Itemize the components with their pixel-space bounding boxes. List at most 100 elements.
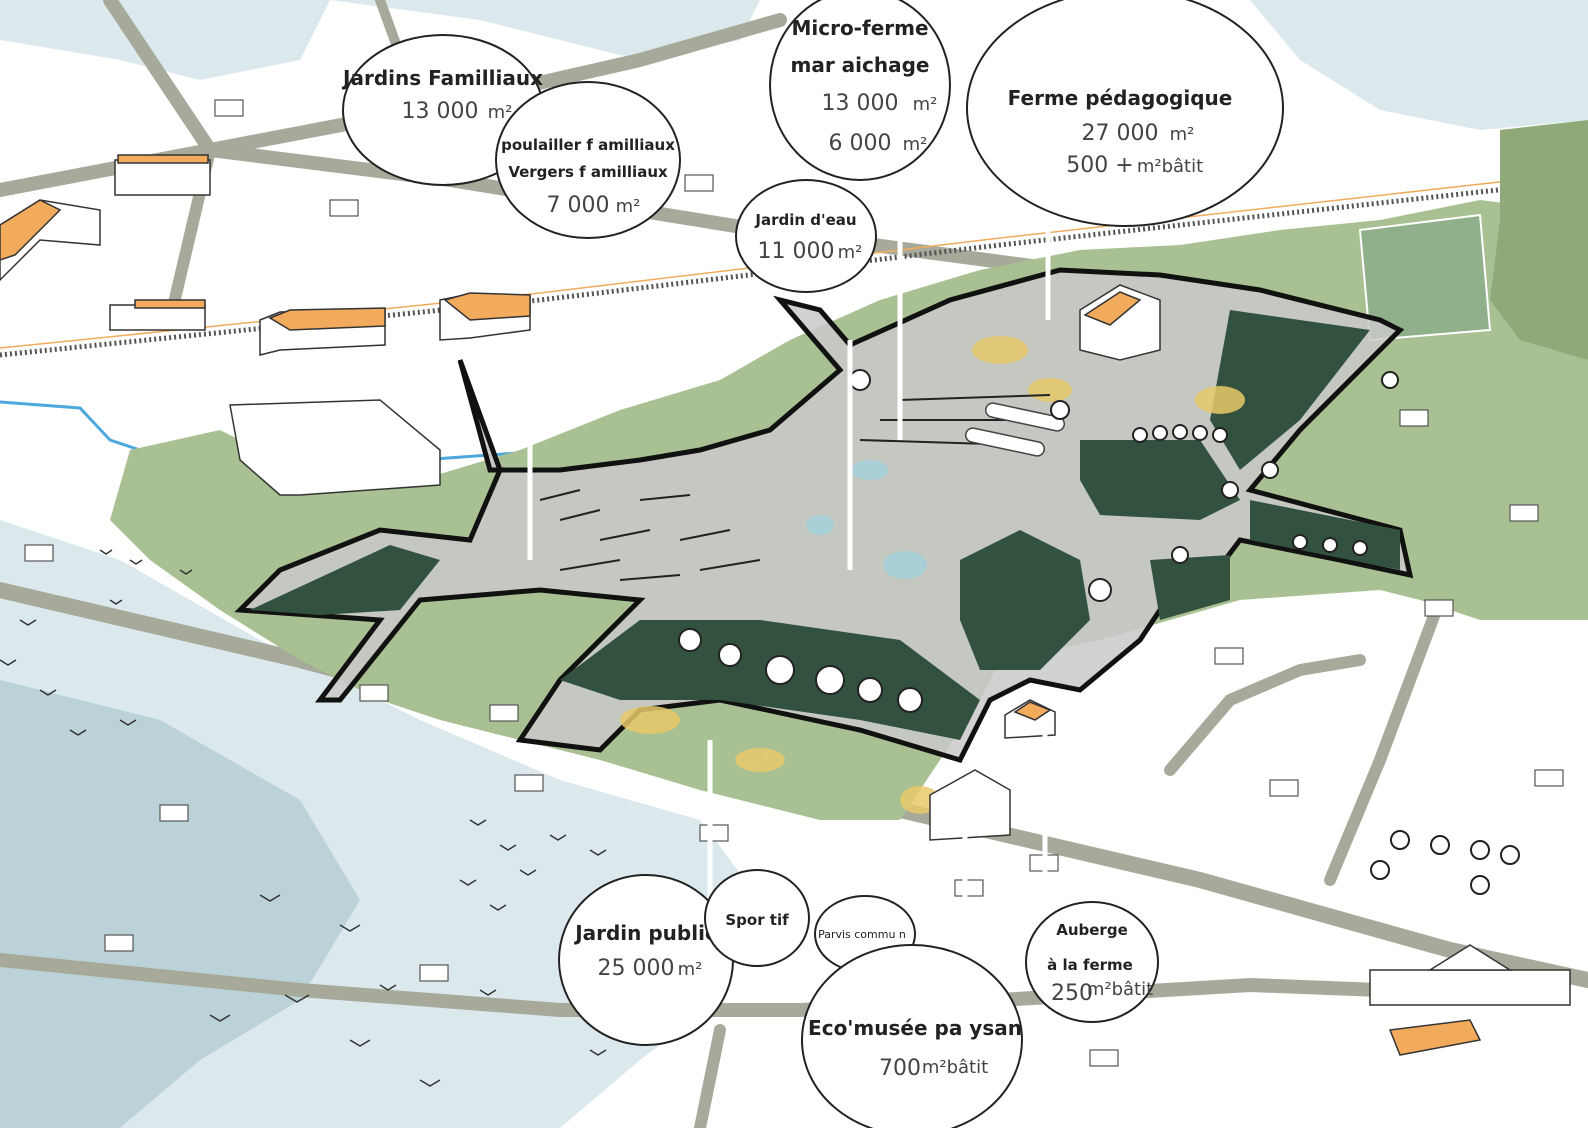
bubble-ferme-pedagogique: Ferme pédagogique 27 000 m² 500 + m²bâti… [966, 0, 1284, 227]
house [699, 824, 729, 842]
bubble-title: Jardin d'eau [754, 211, 856, 229]
bubble-micro-ferme: Micro-ferme mar aichage 13 000 m² 6 000 … [769, 0, 951, 181]
buildings [0, 154, 1571, 1056]
house [514, 774, 544, 792]
bubble-shape [735, 179, 877, 293]
bubble-jardin-public: Jardin public 25 000 m² [558, 874, 734, 1046]
bubble-unit: m²bâtit [1087, 979, 1153, 1000]
bird-icon [179, 569, 193, 575]
bird-icon [459, 879, 477, 886]
water-area-top [330, 0, 760, 60]
bubble-jardins-familliaux: Jardins Familliaux 13 000 m² [341, 34, 544, 186]
bird-icon [284, 994, 310, 1003]
tree [1381, 371, 1399, 389]
tree [1152, 425, 1168, 441]
sports-field [1358, 213, 1492, 342]
leader-lines [527, 210, 1051, 905]
bird-icon [19, 619, 37, 626]
field-cows [1080, 440, 1240, 520]
tree [849, 369, 871, 391]
bubble-line2: Vergers f amilliaux [508, 163, 668, 181]
road-side-right [1164, 654, 1366, 776]
tree [1322, 537, 1338, 553]
building-bottom-right-roof [1388, 1019, 1482, 1056]
bubble-value: 11 000 [758, 239, 835, 264]
bubble-shape [966, 0, 1284, 227]
bird-icon [109, 599, 123, 605]
bubble-value2: 6 000 [829, 131, 892, 156]
plot-line [559, 559, 621, 571]
bird-icon [69, 729, 87, 736]
bubble-shape [495, 81, 681, 239]
house [954, 879, 984, 897]
house [489, 704, 519, 722]
tree [765, 655, 795, 685]
road-bottom-vertical [694, 1024, 726, 1128]
bubble-value: 25 000 [598, 956, 675, 981]
bubble-value2: 500 + [1066, 153, 1133, 178]
field-right-upper [1210, 310, 1370, 470]
tree [1221, 481, 1239, 499]
bubble-poulailler-vergers: poulailler f amilliaux Vergers f amillia… [495, 81, 681, 239]
bird-icon [379, 984, 397, 991]
plot-line [679, 529, 731, 541]
tree [1050, 400, 1070, 420]
pond-1 [883, 551, 927, 579]
tree [1470, 840, 1490, 860]
plot-line [619, 574, 681, 581]
building-station-roof [134, 299, 206, 309]
bubble-unit1: m² [1170, 124, 1195, 145]
house [684, 174, 714, 192]
bubble-eco-musee: Eco'musée pa ysan 700 m²bâtit [801, 944, 1023, 1128]
bubble-unit: m² [913, 94, 938, 115]
plot-line [639, 494, 691, 501]
house [1089, 1049, 1119, 1067]
bubble-unit: m² [488, 102, 513, 123]
greenhouses [964, 402, 1066, 457]
bubble-value1: 27 000 [1082, 121, 1159, 146]
bird-icon [419, 1079, 441, 1087]
tree [1261, 461, 1279, 479]
bird-icon [209, 1014, 231, 1022]
tree [1500, 845, 1520, 865]
bubble-title: Jardin public [573, 921, 717, 945]
tree [1470, 875, 1490, 895]
bubble-line2: mar aichage [791, 53, 930, 77]
bubble-value: 7 000 [547, 193, 610, 218]
plot-line [599, 529, 651, 541]
bubble-sportif: Spor tif [704, 869, 810, 967]
house [1534, 769, 1564, 787]
field-center-small [1150, 555, 1230, 620]
bubble-unit: m²bâtit [922, 1057, 988, 1078]
tree [1192, 425, 1208, 441]
bird-icon [119, 719, 137, 726]
bird-icon [129, 559, 143, 565]
house [214, 99, 244, 117]
greenhouse-1 [984, 402, 1066, 432]
bird-icon [339, 924, 361, 932]
building-manor-bottom-pediment [1427, 944, 1513, 971]
plot-line [559, 509, 601, 521]
bubble-shape [769, 0, 951, 181]
bubble-value: 700 [879, 1056, 921, 1081]
house [1509, 504, 1539, 522]
pond-2 [852, 460, 888, 480]
field-center-right [960, 530, 1090, 670]
bubble-unit: m² [678, 959, 703, 980]
tree [1370, 860, 1390, 880]
patch-1 [972, 336, 1028, 364]
bird-icon [39, 689, 57, 696]
building-manor-bottom [1369, 969, 1571, 1006]
patch-2 [1028, 378, 1072, 402]
tree [1390, 830, 1410, 850]
road-bottom-horizontal [0, 953, 1387, 1017]
bubble-line1: Micro-ferme [791, 16, 928, 40]
birds [0, 549, 607, 1087]
bubble-unit2: m²bâtit [1137, 156, 1203, 177]
tree [1088, 578, 1112, 602]
bird-icon [499, 844, 517, 851]
building-manor-top [114, 159, 211, 196]
tree [897, 687, 923, 713]
house [359, 684, 389, 702]
pond-3 [806, 515, 834, 535]
